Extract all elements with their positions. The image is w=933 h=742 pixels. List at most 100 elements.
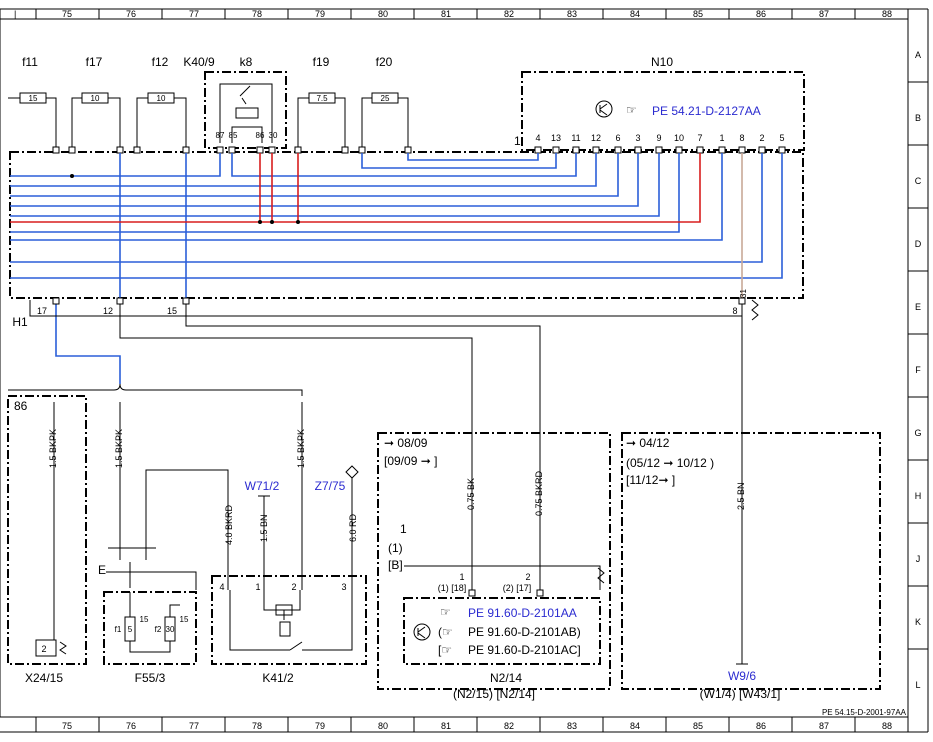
junction-dots [70,174,300,224]
h1-pin: 17 [37,306,47,316]
col-label: 75 [62,9,72,19]
col-label: 88 [882,721,892,731]
col-label: 85 [693,9,703,19]
relay-label: k8 [240,55,253,69]
h1-pin: 15 [167,306,177,316]
row-label: C [915,176,922,186]
n10-pin: 8 [739,133,744,143]
n10-link[interactable]: PE 54.21-D-2127AA [652,104,761,118]
n10-pin: 11 [571,133,580,143]
pointer-icon: ☞ [440,605,451,619]
relay-pin: 30 [269,131,278,140]
row-label: B [915,113,921,123]
n2-pin-n: 2 [525,572,530,582]
col-label: 76 [126,721,136,731]
fuse-label: f12 [152,55,169,69]
row-label: D [915,239,922,249]
n10-connector: 1 [514,134,521,148]
row-label: A [915,50,921,60]
col-label: 77 [189,9,199,19]
x24-label: X24/15 [25,671,63,685]
w9-arrow: ➞ 04/12 [626,436,670,450]
col-label: 79 [315,721,325,731]
pointer-icon: [☞ [438,643,452,657]
row-label: J [916,554,921,564]
wire-label-n2-bkrd: 0.75 BKRD [534,470,544,516]
n10-pin: 2 [759,133,764,143]
col-label: 84 [630,9,640,19]
row-label: L [915,680,920,690]
n2-link[interactable]: PE 91.60-D-2101AB) [468,625,581,639]
col-label: 76 [126,9,136,19]
n10-pin: 10 [674,133,684,143]
n2-note1: 1 [400,522,407,536]
fuse-label: f17 [86,55,103,69]
k41-pin: 3 [341,582,346,592]
n10-title: N10 [651,55,673,69]
x24-ref: 86 [14,399,28,413]
n2-link[interactable]: PE 91.60-D-2101AC] [468,643,581,657]
column-labels-top: | 75 76 77 78 79 80 81 82 83 84 85 86 87… [14,9,892,19]
h1-tan-pin: 31 [739,289,748,298]
col-label: 83 [567,721,577,731]
k41-pin: 2 [291,582,296,592]
wire-label-w9: 2.5 BN [736,482,746,510]
fuse-rating: 10 [157,94,166,103]
n10-pin: 9 [656,133,661,143]
col-label: 82 [504,9,514,19]
x24-connector: 2 X24/15 [25,639,67,685]
fuse-rating: 10 [91,94,100,103]
k41-pin: 4 [219,582,224,592]
w9-alt: (W1/4) [W43/1] [700,687,781,701]
n10-pin: 13 [551,133,561,143]
col-label: 80 [378,9,388,19]
row-labels: A B C D E F G H J K L [908,50,928,690]
n10-module: N10 ☞ PE 54.21-D-2127AA 1 4 13 11 12 6 3… [514,55,805,151]
n2-pin-left: (1) [18] [438,583,467,593]
fuse-block: f11 f17 f12 f19 f20 K40/9 k8 15 10 10 7.… [8,55,409,150]
n2-note2: (1) [388,541,403,555]
h1-connector: H1 17 12 15 8 [12,297,759,329]
fuse-label: f11 [22,55,38,69]
k41-relay: 4.0 BKRD W71/2 1.5 BN 1.5 BKPK Z7/75 6.0… [211,429,367,685]
n2-range: [09/09 ➞ ] [384,454,437,468]
col-label: 80 [378,721,388,731]
fuse-rating: 7.5 [316,94,328,103]
wire-label-w71: 1.5 BN [259,514,269,542]
row-label: E [915,302,921,312]
col-label: 86 [756,9,766,19]
n10-pin: 12 [591,133,601,143]
frame [0,8,929,733]
w9-range1: (05/12 ➞ 10/12 ) [626,456,714,470]
col-label: 83 [567,9,577,19]
x24-pin: 2 [41,644,46,654]
row-label: F [915,365,921,375]
n2-link[interactable]: PE 91.60-D-2101AA [468,606,577,620]
col-label: 86 [756,721,766,731]
n10-pin: 6 [615,133,620,143]
f55-r1: 15 [140,615,149,624]
row-label: K [915,617,921,627]
n2-alt: (N2/15) [N2/14] [453,687,535,701]
fuse-rating: 25 [381,94,390,103]
f55-fuse-block: 1.5 BKPK E f1 5 15 f2 30 15 F55/3 [98,429,229,685]
w9-link[interactable]: W9/6 [728,669,756,683]
col-label: 81 [441,721,451,731]
col-label: 87 [819,9,829,19]
wire-label-k41-bkrd: 4.0 BKRD [224,504,234,545]
relay-k8: 87 85 86 30 [204,71,287,149]
col-label: 81 [441,9,451,19]
n2-pin-n: 1 [459,572,464,582]
pointer-icon: (☞ [438,625,453,639]
f55-f2: f2 [155,625,162,634]
col-label: 84 [630,721,640,731]
n10-pin: 4 [535,133,540,143]
w9-range2: [11/12➞ ] [626,473,675,487]
col-label: 85 [693,721,703,731]
n2-arrow: ➞ 08/09 [384,436,428,450]
z7-link[interactable]: Z7/75 [315,479,346,493]
col-label: 82 [504,721,514,731]
w71-link[interactable]: W71/2 [245,479,280,493]
relay-module-label: K40/9 [183,55,215,69]
